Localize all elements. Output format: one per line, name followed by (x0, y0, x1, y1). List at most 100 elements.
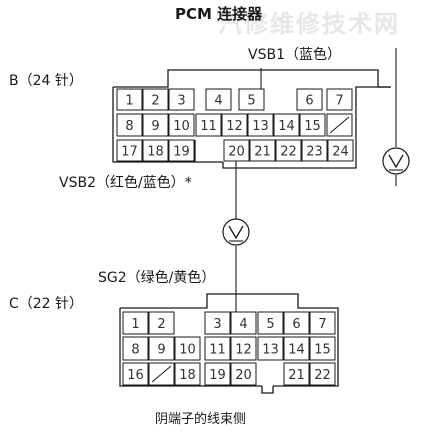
connector-c-pin-number: 5 (266, 317, 274, 332)
connector-c-pin-cell (257, 336, 284, 361)
connector-c-pin-number: 20 (235, 368, 252, 383)
connector-c-pin-number: 19 (209, 368, 226, 383)
connector-b-pin-number: 4 (214, 94, 222, 109)
connector-b-pin-number: 23 (306, 145, 323, 160)
connector-c-pin-cell (122, 336, 149, 361)
vsb1-label: VSB1（蓝色） (248, 47, 341, 63)
connector-b-pin-number: 22 (280, 145, 297, 160)
connector-c-pin-number: 22 (314, 368, 331, 383)
connector-b-pin-number: 18 (147, 145, 164, 160)
connector-c-label: C（22 针） (9, 296, 84, 312)
connector-b-pin-cell (247, 113, 274, 137)
connector-c-pin-cell (283, 336, 310, 361)
connector-b-pin-cell (326, 88, 353, 111)
connector-b-pin-number: 6 (305, 94, 313, 109)
vsb2-voltmeter-v-symbol (228, 225, 244, 240)
connector-c-pin-number: 6 (292, 317, 300, 332)
connector-b-pin-number: 20 (228, 145, 245, 160)
connector-c-pin-cell (257, 311, 284, 335)
connector-c-pin-cell (174, 362, 201, 386)
connector-b-pin-cell (296, 88, 323, 111)
connector-c-pin-cell (148, 311, 175, 335)
connector-c-pin-cell (283, 362, 310, 386)
connector-b-pin-number: 9 (151, 119, 159, 134)
connector-c-pin-cell (122, 311, 149, 335)
connector-c-pin-number: 16 (127, 368, 144, 383)
connector-b-pin-cell (299, 113, 326, 137)
connector-b-pin-number: 3 (177, 94, 185, 109)
connector-c-pin-number: 9 (157, 343, 165, 358)
connector-b-pin-number: 11 (200, 119, 217, 134)
connector-b-pin-number: 8 (125, 119, 133, 134)
connector-b-pin-cell (142, 139, 169, 162)
connector-b-pin-cell (142, 88, 169, 111)
connector-b-pin-cell (223, 139, 250, 162)
connector-b-pin-number: 15 (304, 119, 321, 134)
connector-c-pin-cell (230, 336, 257, 361)
connector-c-pin-number: 10 (179, 343, 196, 358)
connector-b-pin-number: 10 (173, 119, 190, 134)
connector-b-pin-number: 12 (226, 119, 243, 134)
connector-c-left-bottom-outline (119, 308, 262, 387)
connector-b-pin-number: 5 (247, 94, 255, 109)
connector-b-blank-slash (329, 116, 350, 134)
connector-c-pin-cell (204, 311, 231, 335)
vsb2-label: VSB2（红色/蓝色）* (59, 175, 192, 191)
connector-c-pin-number: 12 (235, 343, 252, 358)
connector-c-blank-slash (151, 365, 172, 383)
connector-c-pin-cell (122, 362, 149, 386)
vsb2-voltmeter-body (222, 218, 250, 246)
connector-c-pin-number: 2 (157, 317, 165, 332)
connector-c-pin-number: 14 (288, 343, 305, 358)
connector-c-pin-number: 13 (262, 343, 279, 358)
connector-b-pin-cell (116, 113, 143, 137)
connector-b-label: B（24 针） (9, 73, 83, 89)
connector-b-pin-cell (301, 139, 328, 162)
connector-b-right-outline (222, 86, 390, 169)
connector-b-pin-cell (168, 113, 195, 137)
connector-c-pin-number: 18 (179, 368, 196, 383)
connector-b-pin-number: 24 (332, 145, 349, 160)
connector-b-pin-cell (142, 113, 169, 137)
connector-c-pin-cell (230, 311, 257, 335)
connector-c-pin-number: 7 (318, 317, 326, 332)
connector-c-pin-number: 8 (131, 343, 139, 358)
connector-c-pin-cell (309, 311, 336, 335)
vsb1-voltmeter-v-symbol (388, 154, 404, 169)
connector-b-pin-number: 21 (254, 145, 271, 160)
connector-b-left-bottom-outline (112, 87, 223, 163)
connector-b-pin-number: 7 (335, 94, 343, 109)
connector-c-key (261, 386, 274, 394)
connector-b-pin-cell (168, 88, 195, 111)
connector-b-pin-number: 19 (173, 145, 190, 160)
connector-b-pin-cell (249, 139, 276, 162)
connector-c-top-right-outline (120, 293, 339, 387)
connector-b-pin-cell (221, 113, 248, 137)
connector-b-pin-cell (205, 88, 232, 111)
connector-c-pin-number: 3 (213, 317, 221, 332)
connector-b-pin-cell (168, 139, 195, 162)
connector-c-pin-cell (309, 336, 336, 361)
connector-b-pin-cell (195, 113, 222, 137)
connector-c-pin-cell (204, 362, 231, 386)
connector-c-pin-cell (230, 362, 257, 386)
vsb1-voltmeter-body (382, 147, 410, 175)
connector-c-pin-number: 1 (131, 317, 139, 332)
connector-c-pin-cell (148, 336, 175, 361)
connector-b-pin-number: 2 (151, 94, 159, 109)
connector-b-pin-number: 1 (125, 94, 133, 109)
connector-b-pin-cell (116, 139, 143, 162)
watermark: 汽修维修技术网 (218, 10, 400, 38)
connector-b-pin-number: 17 (121, 145, 138, 160)
diagram-title: PCM 连接器 (175, 5, 263, 23)
connector-c-pin-cell (283, 311, 310, 335)
connector-b-pin-cell (238, 88, 265, 111)
vsb1-voltmeter (382, 147, 410, 175)
connector-c-pin-cell (309, 362, 336, 386)
connector-b-top-outline (113, 69, 391, 88)
connector-b-pin-cell (327, 139, 354, 162)
connector-b-pin-cell (275, 139, 302, 162)
sg2-label: SG2（绿色/黄色） (98, 270, 216, 286)
connector-c-pin-number: 4 (239, 317, 247, 332)
